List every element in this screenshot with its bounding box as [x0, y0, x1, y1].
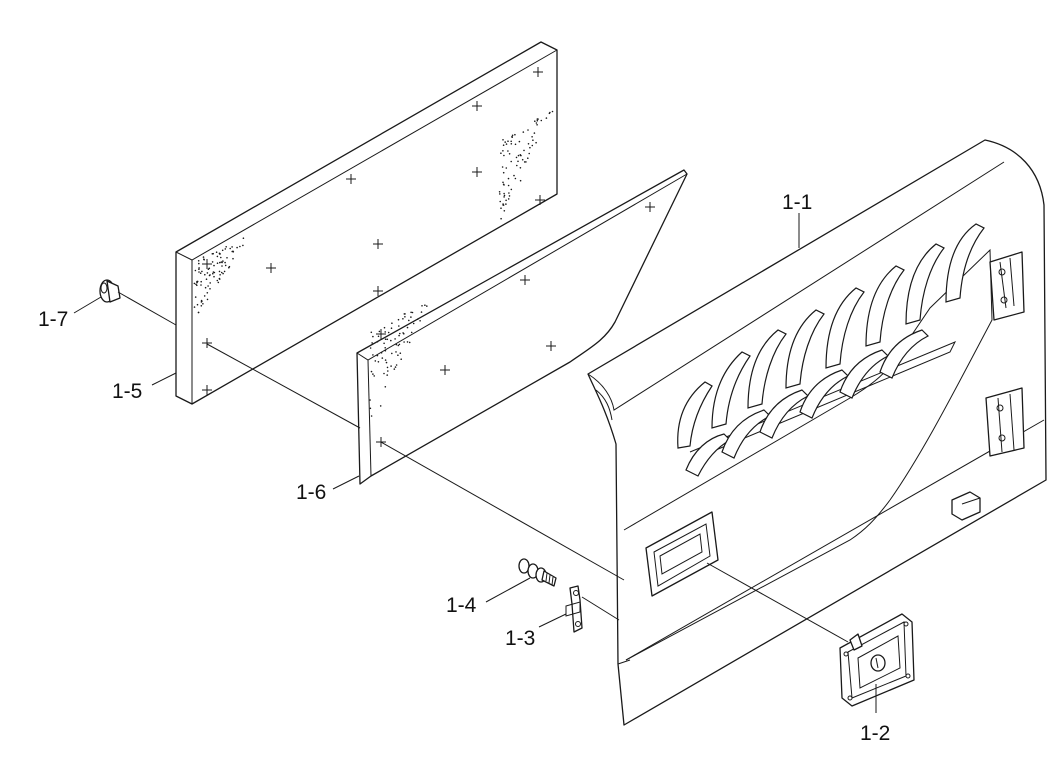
louver-lower-row — [685, 329, 930, 477]
callout-trim-panel: 1-6 — [296, 481, 326, 504]
latch-handle — [839, 613, 915, 707]
fastener-cross — [520, 275, 530, 285]
assembly-lines — [117, 291, 849, 643]
fastener-cross — [202, 338, 212, 348]
fastener-cross — [202, 259, 212, 269]
louver-upper-row — [677, 223, 985, 449]
callout-insulation-panel: 1-5 — [112, 380, 142, 403]
callout-latch-bolt: 1-4 — [446, 594, 477, 617]
callout-latch-bracket: 1-3 — [505, 627, 535, 650]
fastener-cross — [472, 167, 482, 177]
push-rivet — [99, 279, 121, 303]
fastener-cross — [535, 195, 545, 205]
latch-bolt — [518, 558, 557, 587]
stipple-texture — [193, 110, 554, 417]
door-panel — [587, 139, 1047, 726]
latch-bracket — [565, 585, 583, 633]
callout-leaders — [73, 213, 877, 713]
fastener-cross — [546, 341, 556, 351]
fastener-marks — [202, 67, 655, 447]
insulation-panel — [175, 41, 558, 405]
fastener-cross — [373, 239, 383, 249]
fastener-cross — [376, 329, 386, 339]
fastener-cross — [533, 67, 543, 77]
trim-panel — [356, 169, 688, 485]
callout-door-panel: 1-1 — [782, 191, 812, 214]
fastener-cross — [266, 263, 276, 273]
fastener-cross — [440, 365, 450, 375]
fastener-cross — [472, 101, 482, 111]
callout-push-rivet: 1-7 — [38, 308, 68, 331]
fastener-cross — [373, 286, 383, 296]
handle-recess — [645, 511, 719, 597]
fastener-cross — [645, 202, 655, 212]
striker-tab — [951, 491, 981, 521]
upper-hinge — [989, 251, 1025, 321]
callout-latch-handle: 1-2 — [860, 722, 890, 745]
fastener-cross — [202, 385, 212, 395]
lower-hinge — [985, 387, 1025, 457]
fastener-cross — [346, 174, 356, 184]
